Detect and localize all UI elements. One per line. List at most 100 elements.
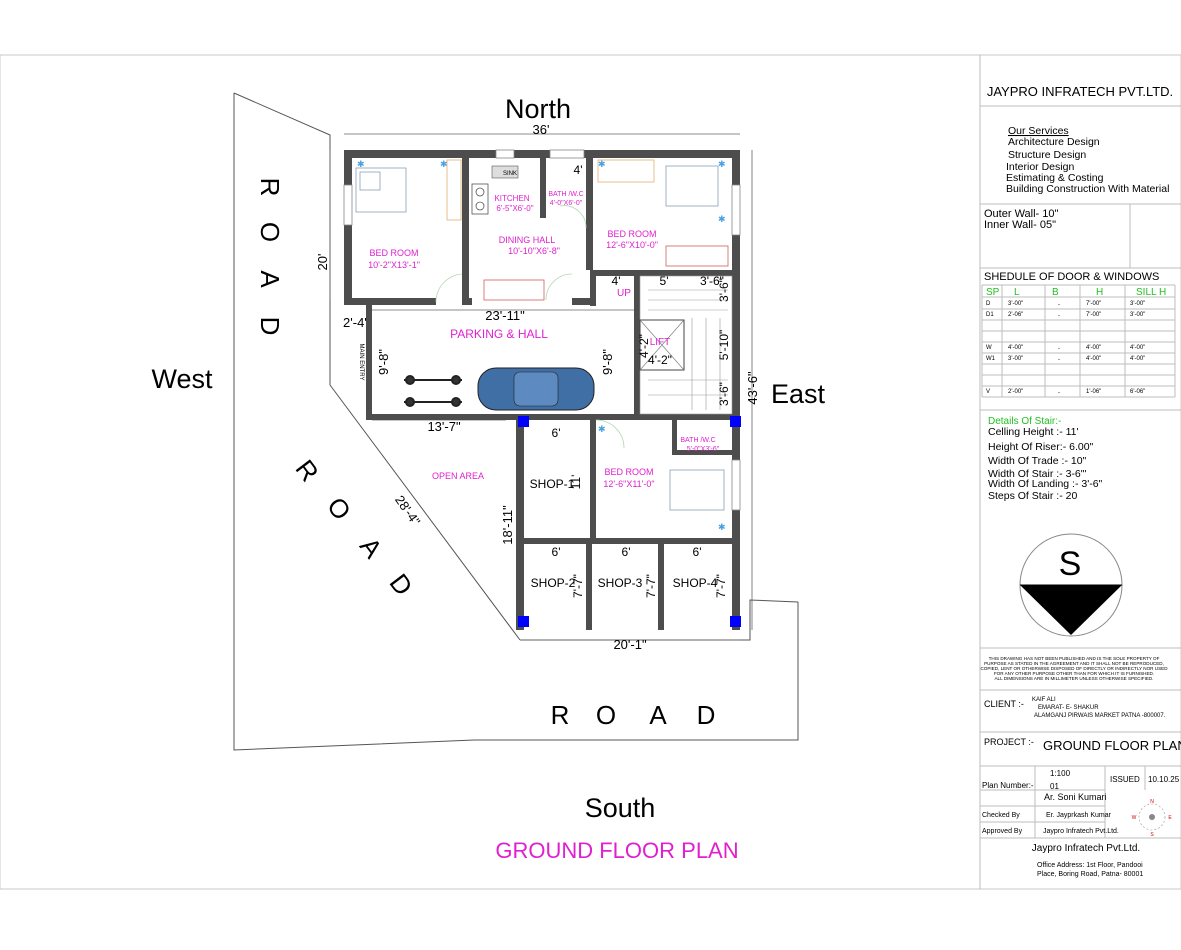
stove-icon	[471, 183, 489, 215]
svg-text:D: D	[986, 301, 991, 307]
services-heading: Our Services	[1008, 125, 1069, 137]
office-address-line2: Place, Boring Road, Patna- 80001	[1037, 871, 1143, 878]
footer-company: Jaypro Infratech Pvt.Ltd.	[1032, 843, 1140, 854]
dim-shop2-d: 7'-7"	[571, 574, 585, 598]
dim-bottom-width: 20'-1"	[613, 637, 647, 652]
svg-text:Building Construction With Mat: Building Construction With Material	[1006, 183, 1169, 195]
svg-text:E: E	[1168, 815, 1172, 821]
compass-icon: S	[1019, 533, 1123, 637]
svg-text:D: D	[384, 568, 419, 601]
svg-text:7'-00": 7'-00"	[1086, 301, 1101, 307]
svg-text:W: W	[986, 345, 992, 351]
bath1-name: BATH /W.C	[548, 191, 583, 198]
svg-text:7'-00": 7'-00"	[1086, 312, 1101, 318]
svg-text:3'-00": 3'-00"	[1008, 356, 1023, 362]
sheet-border	[0, 54, 1181, 890]
svg-text:4'-00": 4'-00"	[1130, 356, 1145, 362]
services-list: Our Services Architecture Design Structu…	[1006, 125, 1169, 195]
kitchen-size: 6'-5"X6'-0"	[496, 204, 533, 213]
svg-text:ALAMGANJ PIRWAIS MARKET PATNA: ALAMGANJ PIRWAIS MARKET PATNA -800007.	[1034, 713, 1166, 719]
dining-name: DINING HALL	[499, 235, 556, 245]
dim-stair-top-b: 5'	[660, 274, 669, 288]
bed1-size: 10'-2"X13'-1"	[368, 260, 420, 270]
dim-shop1-w: 6'	[552, 426, 561, 440]
bed2-size: 12'-6"X10'-0"	[606, 240, 658, 250]
svg-text:-: -	[1058, 390, 1060, 396]
svg-text:KAIF ALI: KAIF ALI	[1032, 697, 1056, 703]
svg-text:2'-00": 2'-00"	[1008, 389, 1023, 395]
svg-text:EMARAT- E- SHAKUR: EMARAT- E- SHAKUR	[1038, 705, 1099, 711]
office-address-line1: Office Address: 1st Floor, Pandooi	[1037, 862, 1143, 869]
client-info: KAIF ALI EMARAT- E- SHAKUR ALAMGANJ PIRW…	[1032, 697, 1166, 719]
svg-text:D1: D1	[986, 312, 994, 318]
dining-size: 10'-10"X6'-8"	[508, 246, 560, 256]
dim-entry-gap: 2'-4"	[343, 315, 369, 330]
svg-text:-: -	[1058, 302, 1060, 308]
checked-value: Er. Jayprkash Kumar	[1046, 812, 1112, 819]
schedule-row-w: W 4'-00" - 4'-00" 4'-00"	[986, 345, 1145, 352]
svg-text:✱: ✱	[440, 159, 448, 169]
dim-lift-w: 4'-2"	[648, 353, 672, 367]
dim-stair-top-a: 4'	[612, 274, 621, 288]
svg-text:W1: W1	[986, 356, 996, 362]
dim-diagonal: 28'-4"	[392, 493, 424, 529]
svg-text:SINK: SINK	[503, 171, 517, 177]
svg-text:Width Of Landing :- 3'-6": Width Of Landing :- 3'-6"	[988, 478, 1103, 490]
svg-text:COPIED, LENT OR OTHERWISE DISP: COPIED, LENT OR OTHERWISE DISPOSED OF DI…	[980, 666, 1168, 671]
cupboards	[446, 159, 655, 221]
svg-text:✱: ✱	[357, 159, 365, 169]
inner-wall-note: Inner Wall- 05"	[984, 219, 1056, 231]
schedule-row-d1: D1 2'-06" - 7'-00" 3'-00"	[986, 312, 1145, 319]
columns	[518, 416, 741, 627]
svg-text:6'-06": 6'-06"	[1130, 389, 1145, 395]
svg-text:Estimating & Costing: Estimating & Costing	[1006, 172, 1104, 184]
svg-text:W: W	[1132, 815, 1137, 821]
title-block	[979, 55, 1181, 889]
svg-text:Steps Of Stair :- 20: Steps Of Stair :- 20	[988, 490, 1077, 502]
architect-name: Ar. Soni Kumari	[1044, 792, 1107, 802]
bath1-size: 4'-0"X6'-0"	[550, 200, 583, 207]
main-entry-label: MAIN ENTRY	[358, 344, 364, 381]
dim-shop1-d: 11'	[569, 475, 583, 490]
stair-details-title: Details Of Stair:-	[988, 416, 1061, 427]
open-area-label: OPEN AREA	[432, 471, 484, 481]
dim-hall-width: 23'-11"	[485, 308, 525, 323]
svg-text:PURPOSE AS STATED IN THE AGREE: PURPOSE AS STATED IN THE AGREEMENT AND I…	[984, 661, 1164, 666]
issued-label: ISSUED	[1110, 775, 1140, 784]
svg-text:✱: ✱	[718, 159, 726, 169]
project-label: PROJECT :-	[984, 737, 1034, 747]
dim-left-depth: 20'	[315, 254, 330, 271]
svg-text:-: -	[1058, 313, 1060, 319]
west-label: West	[151, 364, 213, 394]
parking-name: PARKING & HALL	[450, 327, 548, 341]
dim-shop4-w: 6'	[693, 545, 702, 559]
svg-text:Width Of Trade :- 10": Width Of Trade :- 10"	[988, 455, 1087, 467]
issued-value: 10.10.25	[1148, 775, 1180, 784]
schedule-row-w1: W1 3'-00" - 4'-00" 4'-00"	[986, 356, 1145, 363]
svg-text:Height Of Riser:- 6.00": Height Of Riser:- 6.00"	[988, 441, 1094, 453]
dim-parking-left: 9'-8"	[376, 349, 391, 375]
south-road-label: R O A D	[551, 700, 716, 730]
svg-text:ALL DIMENSIONS ARE IN MILLIMET: ALL DIMENSIONS ARE IN MILLIMETER UNLESS …	[994, 676, 1153, 681]
dim-stair-right-b: 5'-10"	[717, 330, 731, 361]
dim-parking-right: 9'-8"	[600, 349, 615, 375]
dim-stair-top-c: 3'-6"	[700, 274, 724, 288]
dimension-lines	[329, 133, 753, 641]
dim-shop4-d: 7'-7"	[714, 574, 728, 598]
svg-text:SILL H: SILL H	[1136, 287, 1166, 298]
dim-stair-right-a: 3'-6"	[717, 278, 731, 302]
checked-label: Checked By	[982, 812, 1020, 819]
car-icon	[477, 367, 595, 411]
stair-details: Celling Height :- 11' Height Of Riser:- …	[988, 426, 1103, 502]
north-label: North	[505, 94, 571, 124]
svg-text:3'-00": 3'-00"	[1130, 312, 1145, 318]
walls	[344, 150, 740, 630]
fan-markers: ✱ ✱ ✱ ✱ ✱ ✱ ✱	[357, 159, 726, 532]
west-road-label: R O A D	[255, 178, 285, 336]
svg-text:Structure Design: Structure Design	[1008, 149, 1086, 161]
kitchen-name: KITCHEN	[494, 194, 529, 203]
disclaimer: THIS DRAWING HAS NOT BEEN PUBLISHED AND …	[980, 656, 1168, 681]
bath2-size: 5'-0"X3'-6"	[687, 446, 720, 453]
